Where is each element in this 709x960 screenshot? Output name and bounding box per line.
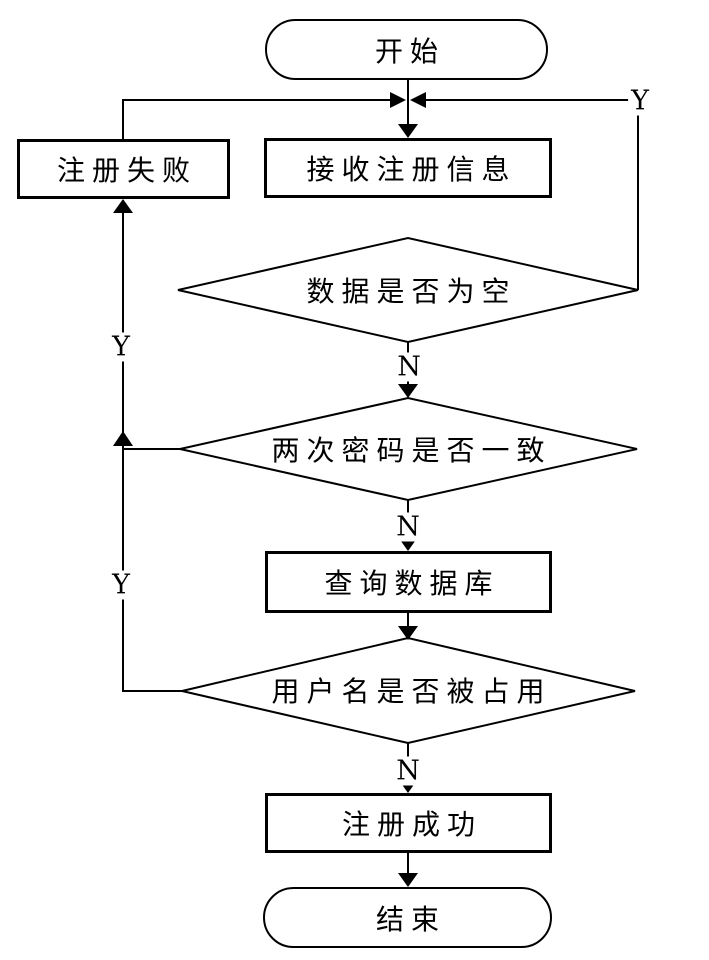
edge-username-yes-merge [122, 446, 182, 692]
decision-passwords-match-label: 两次密码是否一致 [271, 434, 552, 467]
edge-label-passwords-mismatch-yes: Y [109, 332, 133, 362]
node-register-success: 注册成功 [265, 793, 552, 853]
arrowhead-into-fail [113, 199, 133, 213]
node-receive-info-label: 接收注册信息 [306, 153, 517, 186]
node-end-label: 结束 [375, 902, 446, 936]
node-register-success-label: 注册成功 [341, 808, 482, 841]
arrowhead-into-receive [398, 124, 418, 138]
decision-data-empty-shape [177, 236, 639, 344]
edge-fail-loopback [122, 99, 392, 139]
edge-label-passwords-match-no: N [393, 512, 423, 542]
decision-username-taken-shape [181, 636, 636, 745]
node-query-database: 查询数据库 [265, 551, 552, 613]
node-end: 结束 [263, 887, 552, 948]
edge-label-username-taken-yes: Y [109, 570, 133, 600]
edge-label-username-free-no: N [393, 756, 423, 786]
decision-username-taken-label: 用户名是否被占用 [271, 675, 552, 708]
arrowhead-into-username-decision [398, 626, 418, 640]
node-query-database-label: 查询数据库 [324, 567, 500, 600]
node-register-fail-label: 注册失败 [56, 154, 197, 187]
arrowhead-into-junction-from-right [410, 92, 426, 108]
edge-label-data-empty-yes: Y [628, 86, 652, 116]
decision-passwords-match-shape [179, 396, 638, 502]
node-start: 开始 [265, 19, 548, 80]
node-register-fail: 注册失败 [17, 139, 230, 199]
arrowhead-into-passwords-decision [398, 384, 418, 398]
arrowhead-into-end [398, 873, 418, 887]
arrowhead-into-junction-from-left [390, 92, 406, 108]
arrowhead-merge-up [113, 431, 133, 446]
edge-passwords-yes-to-fail [122, 201, 180, 450]
node-start-label: 开始 [374, 34, 445, 68]
decision-data-empty-label: 数据是否为空 [306, 275, 517, 308]
edge-label-data-not-empty-no: N [394, 352, 424, 382]
node-receive-info: 接收注册信息 [264, 138, 552, 198]
